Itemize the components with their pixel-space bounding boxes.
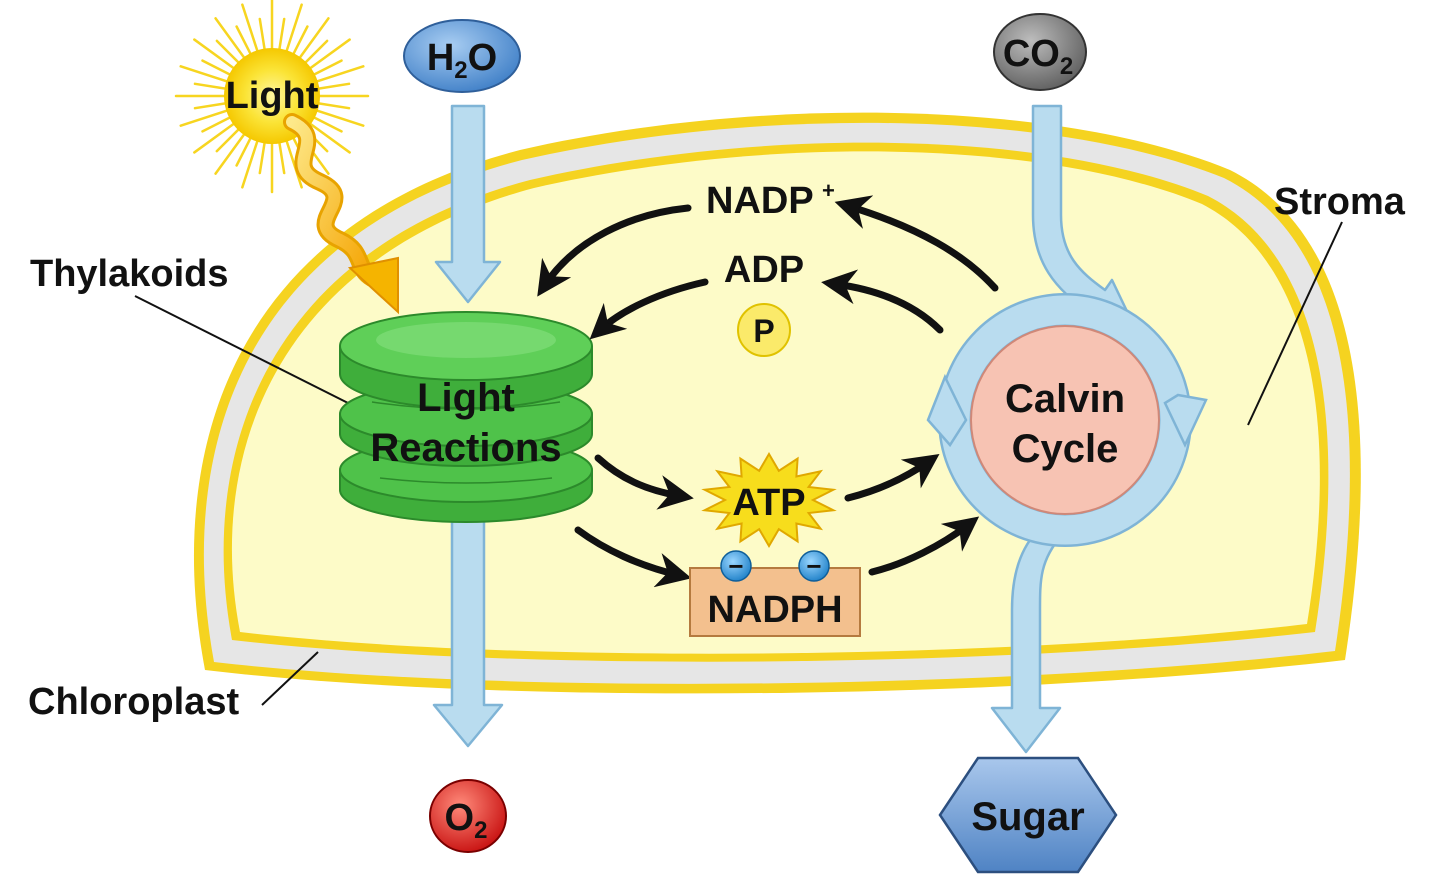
co2-label: CO2 xyxy=(1003,33,1073,80)
calvin-to-adp-arrow xyxy=(821,269,944,334)
thylakoids-label: Thylakoids xyxy=(30,253,229,295)
sun-ray xyxy=(309,59,343,78)
sun-ray xyxy=(258,17,267,54)
light-to-nadph-arrow xyxy=(574,526,692,588)
sun-ray xyxy=(309,114,343,133)
oxygen-outflow-arrow xyxy=(432,518,504,748)
adp-label: ADP xyxy=(724,249,804,291)
sun-ray xyxy=(277,138,286,175)
atp-label: ATP xyxy=(732,482,805,524)
water-inflow-arrow xyxy=(434,104,502,304)
nadph-label: NADPH xyxy=(707,589,842,631)
sun-ray xyxy=(193,101,230,110)
leader-lines xyxy=(134,221,1343,706)
sun-ray xyxy=(215,125,243,153)
oxygen-molecule: O2 xyxy=(429,779,507,853)
sun-ray xyxy=(235,133,254,167)
sun-ray xyxy=(314,101,351,110)
chloroplast-label: Chloroplast xyxy=(28,681,239,723)
chloroplast-leader xyxy=(261,651,319,706)
sun-ray xyxy=(214,17,248,62)
energy-cycle-arrows xyxy=(537,195,999,588)
sun-ray xyxy=(235,25,254,59)
sun-ray xyxy=(306,38,351,72)
adp-to-light-arrow xyxy=(589,278,709,340)
sun-ray xyxy=(277,17,286,54)
stroma-label: Stroma xyxy=(1274,181,1406,223)
calvin-label-line2: Cycle xyxy=(1012,427,1119,471)
sun-ray xyxy=(241,3,260,56)
nadph-box: NADPH − − xyxy=(689,550,861,637)
sugar-hexagon: Sugar xyxy=(938,756,1118,874)
sun-ray xyxy=(179,65,232,84)
thylakoid-stack: Light Reactions xyxy=(339,311,593,523)
sun-ray xyxy=(258,138,267,175)
electron-sign: − xyxy=(806,551,821,581)
electron-icon: − xyxy=(798,550,830,582)
nadp-to-light-arrow xyxy=(537,204,692,297)
light-label: Light xyxy=(226,75,319,117)
carbon-dioxide-molecule: CO2 xyxy=(993,13,1087,91)
sugar-label: Sugar xyxy=(971,795,1084,839)
light-to-atp-arrow xyxy=(594,454,694,510)
sun-ray xyxy=(312,65,365,84)
electron-sign: − xyxy=(728,551,743,581)
light-energy-arrow xyxy=(283,113,399,315)
nadp-text: NADP xyxy=(706,180,814,222)
calvin-cycle-core: Calvin Cycle xyxy=(970,325,1160,515)
calvin-label-line1: Calvin xyxy=(1005,377,1125,421)
calvin-to-nadp-arrow xyxy=(834,195,999,292)
electron-icon: − xyxy=(720,550,752,582)
phosphate-label: P xyxy=(753,313,774,349)
sugar-outflow-arrow xyxy=(990,526,1064,754)
sun-ray xyxy=(201,59,235,78)
sun-ray xyxy=(284,3,303,56)
nadp-plus-sign: + xyxy=(822,178,835,203)
thylakoids-leader xyxy=(134,295,353,406)
water-molecule: H2O xyxy=(403,19,521,93)
sun-ray xyxy=(312,108,365,127)
sun-ray xyxy=(301,39,329,67)
sun-ray xyxy=(215,39,243,67)
sun-ray xyxy=(296,17,330,62)
sun-ray xyxy=(314,82,351,91)
nadph-to-calvin-arrow xyxy=(868,516,980,576)
sun-ray xyxy=(193,82,230,91)
light-reactions-label-line1: Light xyxy=(417,376,515,420)
stroma-leader xyxy=(1247,221,1343,426)
o2-label: O2 xyxy=(445,797,488,844)
light-reactions-label-line2: Reactions xyxy=(370,426,561,470)
sun-ray xyxy=(241,136,260,189)
sun-ray xyxy=(214,130,248,175)
phosphate-badge: P xyxy=(737,303,791,357)
atp-starburst: ATP xyxy=(701,452,837,548)
water-label: H2O xyxy=(427,37,497,84)
sun-ray xyxy=(290,25,309,59)
thylakoid-disc xyxy=(339,311,593,409)
nadp-plus-label: NADP + xyxy=(706,178,835,222)
sun-ray xyxy=(179,108,232,127)
calvin-cycle-ring xyxy=(926,293,1208,547)
sun-ray xyxy=(201,114,235,133)
sun-ray xyxy=(193,120,238,154)
sun-ray xyxy=(284,136,303,189)
atp-to-calvin-arrow xyxy=(844,454,940,502)
sun-ray xyxy=(193,38,238,72)
sun-ray xyxy=(306,120,351,154)
